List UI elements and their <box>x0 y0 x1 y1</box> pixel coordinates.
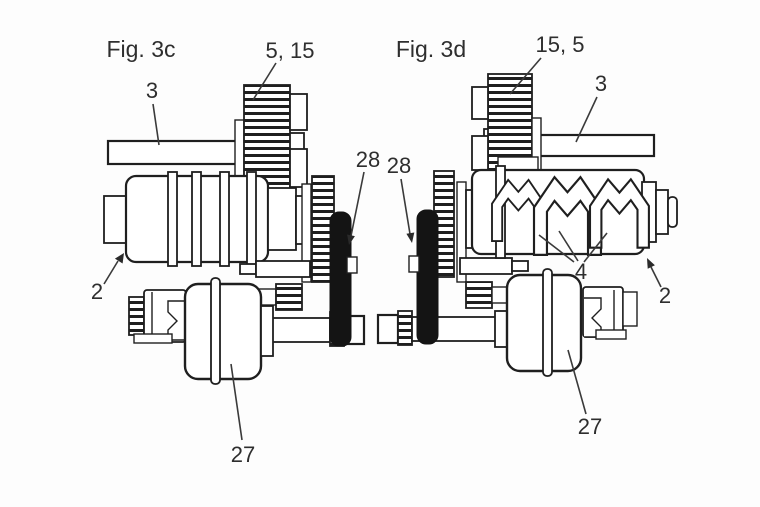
cross-shaft-end <box>239 263 257 275</box>
leader-28-left <box>350 171 365 237</box>
label-shift-rod-3c: 3 <box>146 78 158 103</box>
dark-gear-hub-tab <box>346 256 358 274</box>
leader-15-5 <box>509 57 542 95</box>
leaders-4 <box>538 230 608 263</box>
drum-rib <box>191 171 202 267</box>
actuator-motor-3c <box>128 277 274 385</box>
shaft-end-block <box>376 313 400 345</box>
leader-27-left <box>230 363 243 441</box>
leader-4 <box>558 230 579 262</box>
gear-hub-upper <box>471 86 489 120</box>
fig3d-title: Fig. 3d <box>396 36 466 62</box>
drum-step-collar <box>267 187 297 251</box>
motor-band <box>210 277 221 385</box>
dark-gear-disc <box>416 209 439 345</box>
figure-3d: Fig. 3d 15, 5 3 28 4 2 27 <box>376 32 678 439</box>
arrowhead-28-right <box>406 232 415 243</box>
label-motor-3d: 27 <box>578 414 602 439</box>
motor-band <box>542 268 553 377</box>
shaft-spline <box>397 310 413 346</box>
leader-3-left <box>152 103 160 146</box>
gear-cluster-3c <box>239 175 335 311</box>
fig3c-title: Fig. 3c <box>106 36 175 62</box>
shift-fork-arm <box>301 183 312 283</box>
label-shift-claws-3d: 4 <box>575 259 587 284</box>
drum-end-tip <box>667 196 678 228</box>
intermediate-gear-3d <box>408 209 439 345</box>
connector-cap <box>622 291 638 327</box>
leader-4 <box>583 232 608 263</box>
gear-hub-upper <box>289 93 308 131</box>
drum-ribs <box>167 171 257 267</box>
motor-foot <box>133 333 173 344</box>
cross-shaft <box>459 257 513 275</box>
leader-4 <box>538 234 575 263</box>
label-shift-rod-3d: 3 <box>595 71 607 96</box>
motor-shaft-stub <box>260 305 274 357</box>
connector-spline <box>128 296 145 336</box>
arrowhead-2-right <box>647 258 655 269</box>
drum-end-cap <box>103 195 129 244</box>
gear-hub-lower <box>289 148 308 188</box>
drum-rib <box>219 171 230 267</box>
motor-foot <box>595 329 627 340</box>
cone-gear <box>275 283 303 311</box>
drum-end-step-small <box>655 189 669 235</box>
label-intermediate-gear-3c: 28 <box>356 147 380 172</box>
leader-5-15 <box>252 62 277 101</box>
intermediate-gear-3c <box>329 211 358 347</box>
arrowhead-2-left <box>114 253 124 264</box>
leader-27-right <box>567 349 587 415</box>
output-shaft-3d <box>376 310 508 348</box>
shift-drum-3c <box>103 171 313 267</box>
figure-3c: Fig. 3c 5, 15 3 2 28 27 <box>91 36 380 467</box>
cone-gear <box>465 281 493 309</box>
label-shift-drum-3d: 2 <box>659 283 671 308</box>
motor-body <box>183 282 263 381</box>
shaft-flange <box>494 310 508 348</box>
label-shift-drum-3c: 2 <box>91 279 103 304</box>
leader-28-right <box>400 178 411 235</box>
leader-3-right <box>575 96 598 143</box>
dark-gear-disc <box>329 211 352 347</box>
drum-rib <box>167 171 178 267</box>
leader-2-left <box>103 260 119 285</box>
cross-shaft-end <box>511 260 529 272</box>
actuator-motor-3d <box>505 268 638 377</box>
drum-rib <box>246 171 257 267</box>
shaft-bar <box>269 317 331 343</box>
dark-gear-hub-tab <box>408 255 420 273</box>
cross-shaft <box>255 260 311 278</box>
label-top-gear-3c: 5, 15 <box>266 38 315 63</box>
shift-drum-3d <box>465 165 678 259</box>
top-gear-3d <box>471 73 542 179</box>
label-motor-3c: 27 <box>231 442 255 467</box>
label-top-gear-3d: 15, 5 <box>536 32 585 57</box>
arrowhead-28-left <box>347 234 355 245</box>
label-intermediate-gear-3d: 28 <box>387 153 411 178</box>
leader-2-right <box>650 266 662 288</box>
gear-hub-lower <box>471 135 489 171</box>
